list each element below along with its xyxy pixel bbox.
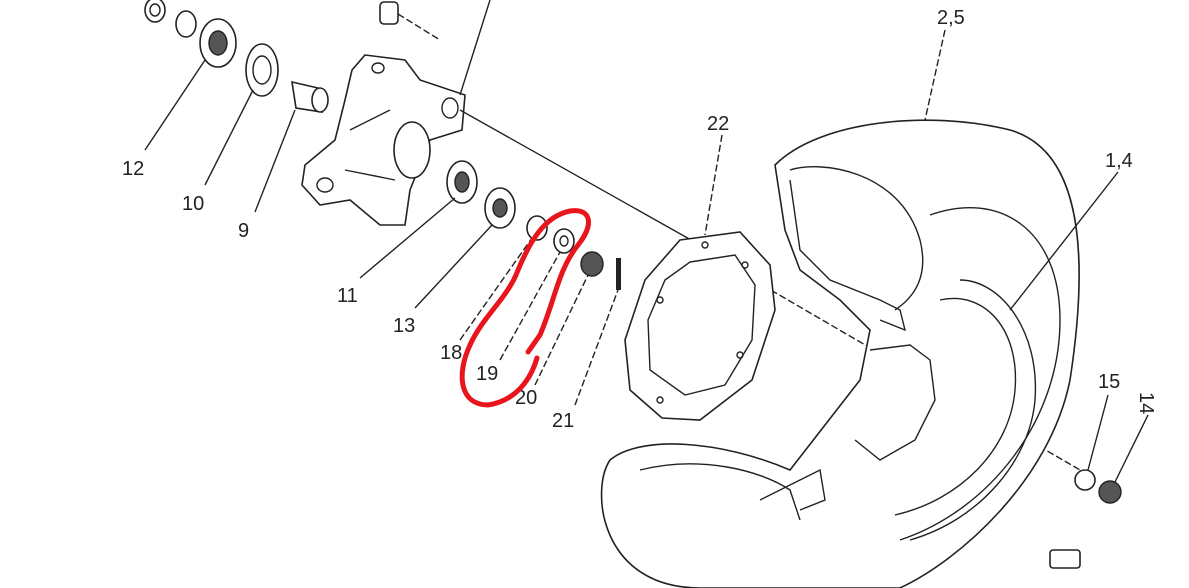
label-2-5: 2,5 <box>937 7 965 29</box>
label-14: 14 <box>1135 392 1157 414</box>
nut-14 <box>1098 480 1122 504</box>
label-21: 21 <box>552 410 574 432</box>
red-annotation-loop <box>459 208 591 408</box>
cotter-pin-21 <box>616 258 621 290</box>
bearing-12 <box>199 18 237 68</box>
label-9: 9 <box>238 220 249 242</box>
label-1-4: 1,4 <box>1105 150 1133 172</box>
bearing-10 <box>245 43 279 97</box>
label-20: 20 <box>515 387 537 409</box>
label-13: 13 <box>393 315 415 337</box>
label-11: 11 <box>337 285 358 307</box>
bearing-13 <box>484 187 516 229</box>
label-15: 15 <box>1098 371 1120 393</box>
tire-wheel <box>600 119 1081 588</box>
label-10: 10 <box>182 193 204 215</box>
hub-knuckle <box>301 54 466 226</box>
washer-top <box>144 0 166 23</box>
brake-disc-22 <box>624 231 776 421</box>
bolt-top <box>379 1 441 41</box>
washer-15 <box>1074 469 1096 491</box>
spacer-18 <box>526 215 548 241</box>
spacer-9 <box>291 80 329 113</box>
label-22: 22 <box>707 113 729 135</box>
label-19: 19 <box>476 363 498 385</box>
label-12: 12 <box>122 158 144 180</box>
nut-20 <box>580 251 604 277</box>
bearing-11 <box>446 160 478 204</box>
washer-19 <box>553 228 575 254</box>
label-18: 18 <box>440 342 462 364</box>
leader-lines <box>144 0 1149 483</box>
seal-top <box>175 10 197 38</box>
